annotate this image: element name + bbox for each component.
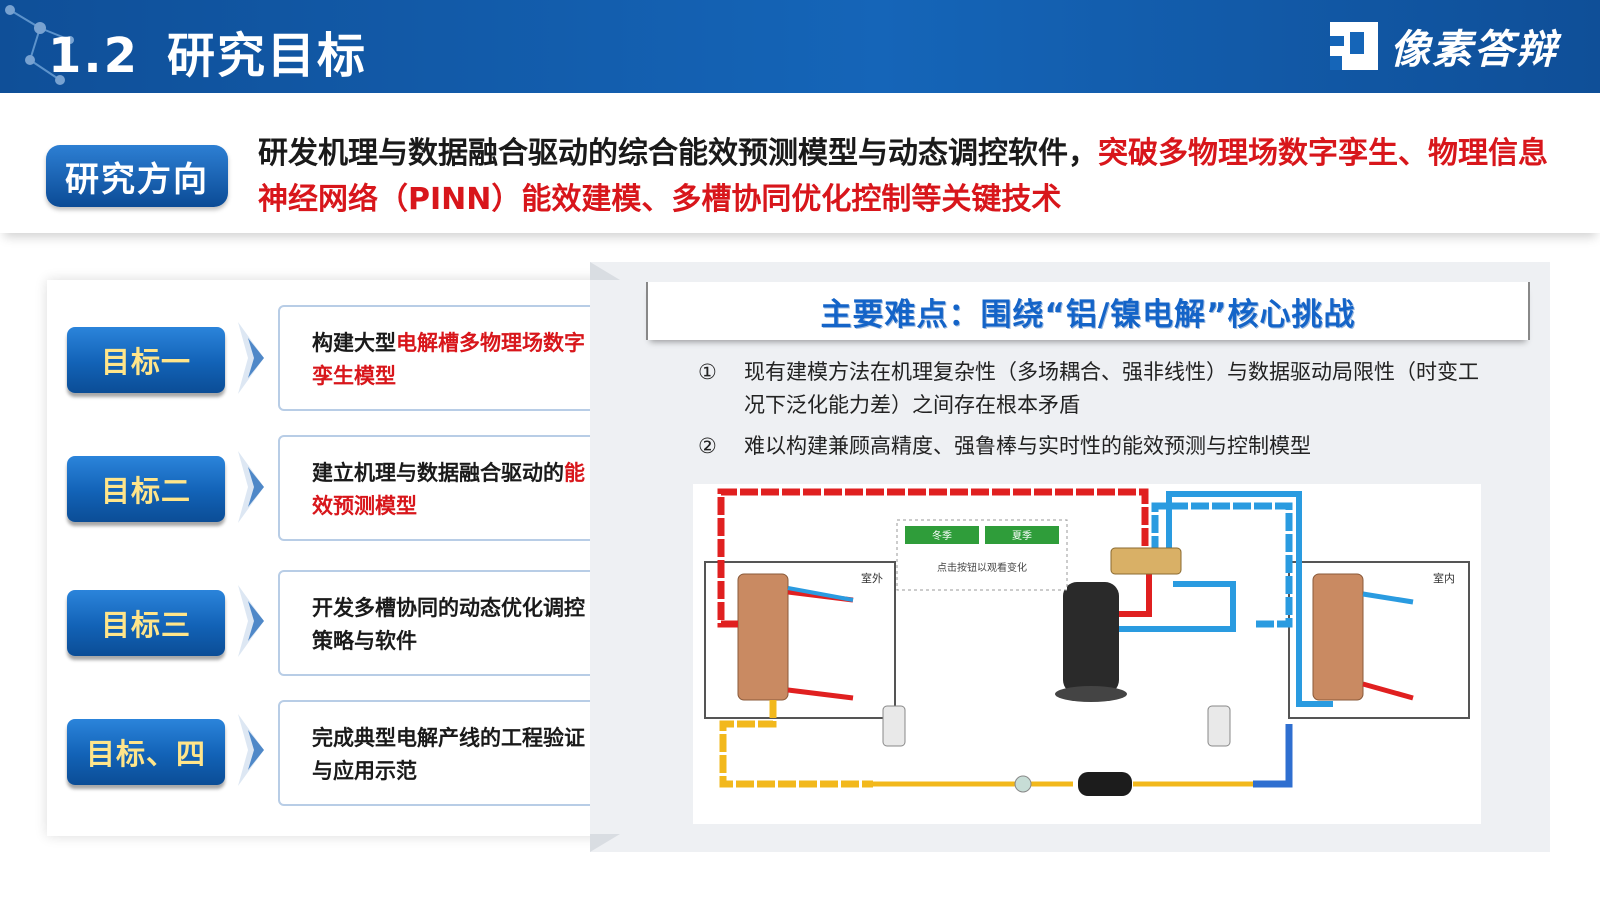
outdoor-coil-pipe bbox=[787, 687, 854, 701]
goal-3-badge: 目标三 bbox=[67, 590, 225, 656]
challenges-list: ① 现有建模方法在机理复杂性（多场耦合、强非线性）与数据驱动局限性（时变工况下泛… bbox=[698, 356, 1498, 471]
goal-1-badge: 目标一 bbox=[67, 327, 225, 393]
chevron-right-icon bbox=[238, 322, 264, 394]
summer-mode-label: 夏季 bbox=[1012, 530, 1032, 542]
outdoor-label: 室外 bbox=[861, 571, 883, 585]
list-item: ① 现有建模方法在机理复杂性（多场耦合、强非线性）与数据驱动局限性（时变工况下泛… bbox=[698, 356, 1498, 422]
list-item: ② 难以构建兼顾高精度、强鲁棒与实时性的能效预测与控制模型 bbox=[698, 430, 1498, 463]
expansion-valve-icon bbox=[882, 705, 906, 747]
brand-mark-icon bbox=[1330, 22, 1378, 70]
list-item-text: 难以构建兼顾高精度、强鲁棒与实时性的能效预测与控制模型 bbox=[744, 434, 1311, 458]
goal-1-text-highlight: 电解槽多物理场数字孪生模型 bbox=[312, 331, 585, 388]
indoor-coil-pipe bbox=[1362, 681, 1414, 701]
heat-pump-diagram: 室外 室内 冬季 bbox=[693, 484, 1481, 824]
molecule-decoration-icon bbox=[5, 5, 74, 85]
chevron-right-icon bbox=[238, 714, 264, 786]
filter-drier-icon bbox=[1078, 772, 1132, 796]
goal-4-badge: 目标、四 bbox=[67, 719, 225, 785]
direction-badge: 研究方向 bbox=[46, 145, 228, 207]
indoor-unit-frame bbox=[1288, 561, 1470, 719]
expansion-valve-icon bbox=[1207, 705, 1231, 747]
direction-text: 研发机理与数据融合驱动的综合能效预测模型与动态调控软件，突破多物理场数字孪生、物… bbox=[258, 131, 1568, 223]
list-item-text: 现有建模方法在机理复杂性（多场耦合、强非线性）与数据驱动局限性（时变工况下泛化能… bbox=[744, 360, 1479, 417]
goal-1-description: 构建大型电解槽多物理场数字孪生模型 bbox=[278, 305, 602, 411]
indoor-label: 室内 bbox=[1433, 571, 1455, 585]
goal-3-text: 开发多槽协同的动态优化调控策略与软件 bbox=[312, 596, 585, 653]
goal-2-description: 建立机理与数据融合驱动的能效预测模型 bbox=[278, 435, 602, 541]
indoor-heat-exchanger-icon bbox=[1312, 573, 1364, 701]
heat-pump-schematic: 室外 室内 冬季 bbox=[704, 488, 1470, 796]
list-item-number: ① bbox=[698, 360, 717, 384]
goal-4-description: 完成典型电解产线的工程验证与应用示范 bbox=[278, 700, 602, 806]
winter-mode-button[interactable] bbox=[905, 526, 979, 544]
direction-text-main: 研发机理与数据融合驱动的综合能效预测模型与动态调控软件， bbox=[258, 136, 1098, 171]
chevron-right-icon bbox=[238, 451, 264, 523]
section-title: 研究目标 bbox=[167, 28, 368, 84]
winter-mode-label: 冬季 bbox=[932, 529, 952, 542]
section-number: 1.2 bbox=[48, 28, 140, 84]
indoor-coil-pipe-blue bbox=[1362, 591, 1414, 605]
outdoor-coil-pipe-blue bbox=[787, 586, 854, 602]
chevron-right-icon bbox=[238, 585, 264, 657]
list-item-number: ② bbox=[698, 434, 717, 458]
suction-pipe bbox=[1113, 581, 1236, 632]
brand-name: 像素答辩 bbox=[1390, 27, 1558, 73]
goal-2-text: 建立机理与数据融合驱动的 bbox=[312, 461, 564, 485]
four-way-valve-icon bbox=[1110, 547, 1182, 575]
goal-2-text-highlight: 能效预测模型 bbox=[312, 461, 585, 518]
brand-logo: 像素答辩 bbox=[1328, 18, 1558, 74]
goal-1-text: 构建大型 bbox=[312, 331, 396, 355]
hot-pipe bbox=[717, 488, 1149, 628]
cold-pipe bbox=[1151, 502, 1293, 628]
goal-4-text: 完成典型电解产线的工程验证与应用示范 bbox=[312, 726, 585, 783]
direction-band bbox=[0, 93, 1600, 233]
outdoor-unit-frame bbox=[704, 561, 896, 719]
compressor-icon bbox=[1063, 582, 1119, 694]
indoor-liquid-pipe bbox=[1253, 724, 1293, 788]
cold-return-pipe bbox=[1166, 491, 1333, 707]
page-title: 1.2 研究目标 bbox=[48, 16, 367, 86]
challenges-title-box: 主要难点：围绕“铝/镍电解”核心挑战 bbox=[646, 282, 1530, 340]
goal-3-description: 开发多槽协同的动态优化调控策略与软件 bbox=[278, 570, 602, 676]
challenges-title: 主要难点：围绕“铝/镍电解”核心挑战 bbox=[820, 296, 1356, 333]
mode-hint: 点击按钮以观看变化 bbox=[937, 561, 1027, 574]
compressor-base-icon bbox=[1055, 686, 1127, 702]
summer-mode-button[interactable] bbox=[985, 526, 1059, 544]
liquid-pipe bbox=[719, 700, 873, 788]
goal-2-badge: 目标二 bbox=[67, 456, 225, 522]
outdoor-heat-exchanger-icon bbox=[737, 573, 789, 701]
header-bar: 1.2 研究目标 像素答辩 bbox=[0, 0, 1600, 93]
sight-glass-icon bbox=[1014, 775, 1032, 793]
direction-text-highlight: 突破多物理场数字孪生、物理信息神经网络（PINN）能效建模、多槽协同优化控制等关… bbox=[258, 136, 1548, 217]
panel-corner-decoration bbox=[590, 262, 620, 280]
panel-corner-decoration bbox=[590, 834, 620, 852]
